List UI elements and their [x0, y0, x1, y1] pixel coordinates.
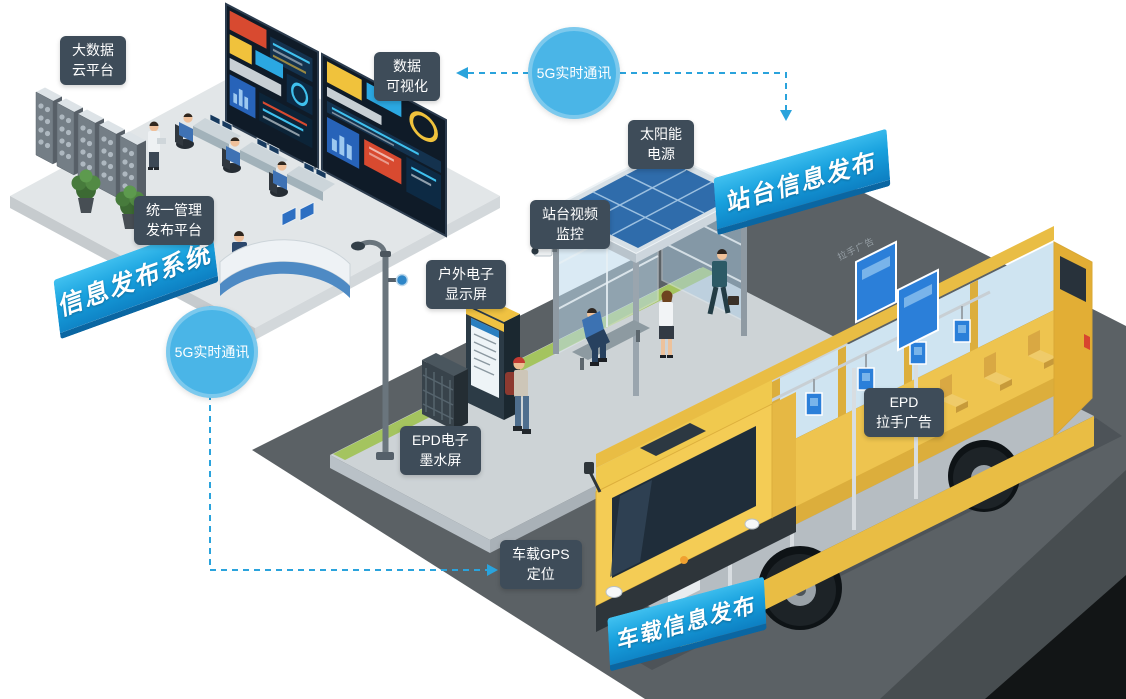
headlight-icon — [744, 518, 760, 530]
arrow-left-icon — [456, 67, 468, 79]
bus-front — [584, 392, 796, 632]
bench — [572, 320, 650, 370]
interior-displays — [855, 240, 939, 352]
walking-passenger — [707, 249, 739, 315]
streetlamp — [351, 239, 409, 460]
front-bumper — [596, 518, 772, 632]
roof-hatch — [640, 423, 706, 456]
technician-standing — [148, 121, 166, 170]
electrical-cabinet — [422, 353, 468, 430]
reception-desk — [219, 201, 351, 298]
bus-rear — [1053, 241, 1093, 438]
dashboard-screen-left — [225, 2, 319, 172]
briefcase-icon — [728, 296, 739, 305]
badge-5g-realtime-top: 5G实时通讯 — [528, 27, 620, 119]
callout-platform-video: 站台视频 监控 — [530, 200, 610, 250]
standing-passenger — [659, 290, 674, 358]
shelter-post — [553, 218, 559, 354]
callout-big-data-cloud: 大数据 云平台 — [60, 36, 126, 86]
pole-camera-icon — [395, 273, 409, 287]
dashboard-screen-right — [321, 52, 447, 238]
bus-sill — [680, 416, 1094, 652]
info-kiosk — [466, 296, 520, 420]
callout-solar-power: 太阳能 电源 — [628, 120, 694, 170]
callout-outdoor-display: 户外电子 显示屏 — [426, 260, 506, 310]
callout-data-visualization: 数据 可视化 — [374, 52, 440, 102]
mirror-icon — [584, 462, 594, 474]
bus-roof-rail — [596, 226, 1054, 468]
connector-arrows — [456, 67, 792, 576]
arrow-down-icon — [780, 110, 792, 121]
arrow-right-icon — [487, 564, 498, 576]
badge-5g-realtime-left: 5G实时通讯 — [166, 306, 258, 398]
callout-unified-management: 统一管理 发布平台 — [134, 196, 214, 246]
callout-epd-handle-ad: EPD 拉手广告 — [864, 388, 944, 438]
windshield — [612, 426, 756, 578]
sitting-passenger — [582, 308, 610, 366]
fog-light-icon — [680, 556, 688, 564]
headlight-icon — [605, 586, 623, 598]
callout-vehicle-gps: 车载GPS 定位 — [500, 540, 582, 590]
shelter-post — [741, 208, 747, 336]
callout-epd-ink-screen: EPD电子 墨水屏 — [400, 426, 481, 476]
pedestrian-backpacker — [505, 357, 531, 434]
